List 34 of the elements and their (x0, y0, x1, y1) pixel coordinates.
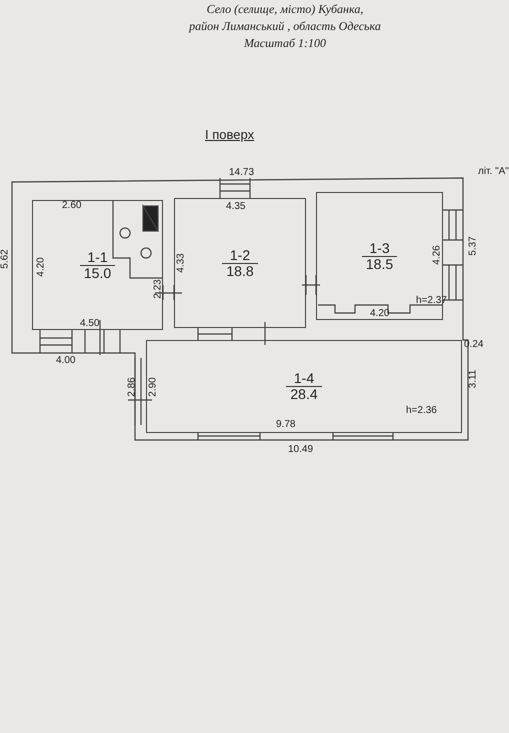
address-line: район Лиманський , область Одеська (189, 19, 381, 34)
dimension-label: 4.50 (80, 319, 100, 329)
dimension-label: 5.62 (0, 249, 11, 269)
room-number: 1-3 (368, 240, 391, 256)
dimension-label: 14.73 (229, 168, 254, 178)
room-number: 1-2 (228, 248, 252, 262)
room-number: 1-1 (86, 250, 109, 264)
room-area: 15.0 (80, 264, 116, 280)
dimension-label: 4.35 (226, 202, 246, 212)
room (32, 200, 163, 330)
dimension-label: 4.00 (56, 356, 76, 366)
room (146, 340, 462, 433)
dimension-label: 9.78 (276, 420, 296, 430)
dimension-label: 2.90 (148, 377, 159, 397)
room (174, 198, 306, 328)
dimension-label: 10.49 (288, 445, 314, 455)
dimension-label: 2.86 (128, 377, 138, 397)
dimension-label: 4.20 (36, 257, 47, 277)
dimension-label: 3.11 (468, 370, 478, 388)
dimension-label: 2.60 (62, 201, 82, 211)
room-area: 18.8 (222, 262, 258, 278)
dimension-label: 5.37 (468, 236, 479, 256)
dimension-label: 4.26 (432, 245, 443, 265)
room-area: 18.5 (362, 256, 398, 272)
dimension-label: h=2.36 (406, 406, 437, 416)
room-area: 28.4 (286, 386, 322, 402)
floor-title: І поверх (205, 127, 254, 142)
address-line: Масштаб 1:100 (244, 36, 326, 51)
room-number: 1-4 (292, 371, 316, 386)
dimension-label: 4.33 (176, 253, 187, 273)
dimension-label: 4.20 (370, 309, 390, 319)
dimension-label: 2.23 (154, 279, 164, 299)
building-letter: літ. "А" (478, 167, 509, 177)
address-line: Село (селище, місто) Кубанка, (206, 2, 364, 17)
